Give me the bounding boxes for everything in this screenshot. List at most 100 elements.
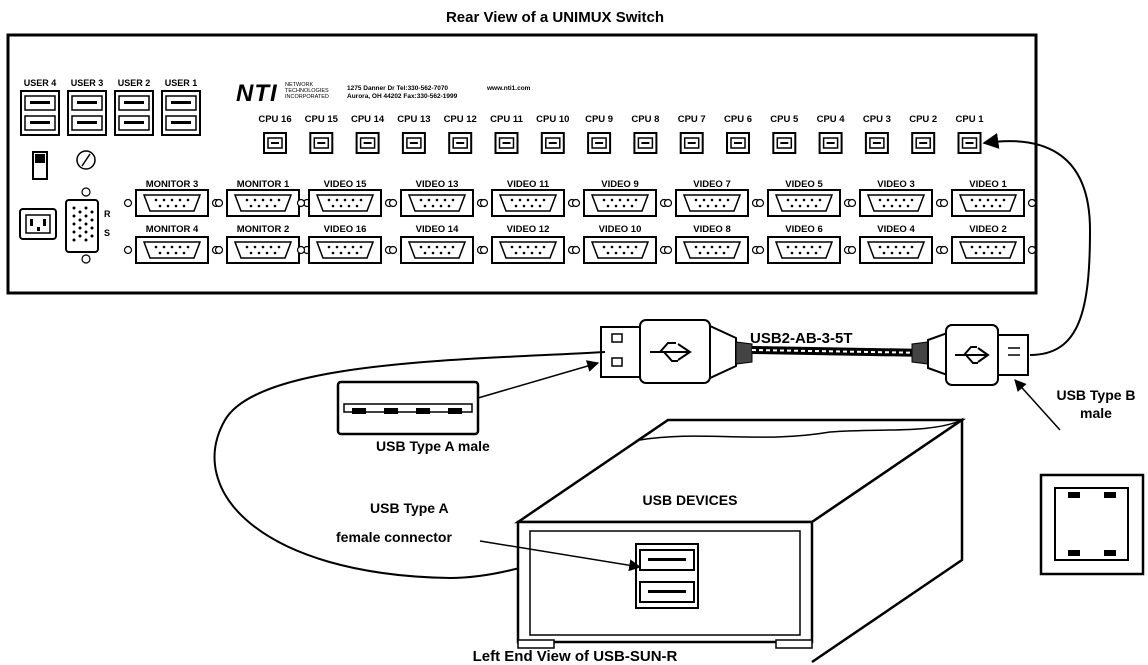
video-port-label: VIDEO 15 [324, 179, 367, 190]
vga-port-icon [123, 236, 221, 264]
usb-type-a-plug [600, 319, 737, 384]
pointer-female-connector [479, 540, 642, 572]
cpu-port: CPU 16 [258, 114, 292, 154]
connector-label-2: female connector [336, 529, 452, 545]
video-port-label: VIDEO 14 [416, 224, 459, 235]
cpu-port: CPU 7 [678, 114, 706, 154]
vga-port-icon [123, 189, 221, 217]
usb-device-box [513, 417, 967, 664]
cpu-port: CPU 9 [585, 114, 613, 154]
vga-port-icon [939, 189, 1037, 217]
video-port-label: VIDEO 10 [599, 224, 642, 235]
power-switch-icon [32, 151, 48, 180]
user-port-label: USER 2 [118, 78, 151, 88]
vga-port-icon [939, 236, 1037, 264]
cpu-port: CPU 15 [305, 114, 339, 154]
device-caption: Left End View of USB-SUN-R [473, 648, 678, 665]
cpu-port: CPU 12 [444, 114, 477, 154]
cpu-port-label: CPU 16 [258, 114, 291, 125]
cpu-port-label: CPU 1 [956, 114, 985, 125]
video-port-label: VIDEO 3 [877, 179, 915, 190]
cpu-port: CPU 8 [631, 114, 659, 154]
vga-port-icon [755, 189, 853, 217]
unimux-rear-panel: USER 4 USER 3 USER 2 USER 1 [6, 33, 1038, 295]
cpu-port-label: CPU 5 [770, 114, 799, 125]
video-port-label: VIDEO 13 [416, 179, 459, 190]
usb-trident-icon [955, 346, 990, 364]
power-inlet-icon [19, 208, 57, 240]
vga-port-icon [296, 236, 394, 264]
cpu-port: CPU 13 [397, 114, 431, 154]
connector-label-1: USB Type A [370, 500, 449, 516]
usb-trident-icon [650, 342, 692, 362]
vga-port-icon [571, 236, 669, 264]
video-port-label: MONITOR 1 [237, 179, 290, 190]
pointer-type-a [477, 360, 600, 399]
cpu-port-label: CPU 13 [397, 114, 430, 125]
cpu-port-label: CPU 9 [585, 114, 613, 125]
video-port-label: VIDEO 6 [785, 224, 823, 235]
usb-type-a-end-view [336, 380, 480, 436]
cpu-port-label: CPU 6 [724, 114, 752, 125]
cpu-port: CPU 4 [817, 114, 846, 154]
cpu-port-label: CPU 3 [863, 114, 891, 125]
usb-a-port-stack-icon [114, 90, 154, 136]
cpu-port-label: CPU 10 [536, 114, 569, 125]
vga-port-icon [214, 189, 312, 217]
video-port-label: VIDEO 8 [693, 224, 731, 235]
video-port-label: VIDEO 4 [877, 224, 915, 235]
vga-port-icon [755, 236, 853, 264]
cpu-port-label: CPU 8 [631, 114, 659, 125]
pointer-type-b [1014, 379, 1061, 431]
cpu-port-label: CPU 7 [678, 114, 706, 125]
video-port-label: MONITOR 4 [146, 224, 199, 235]
type-b-label-1: USB Type B [1056, 387, 1135, 403]
company-line: NETWORK [285, 82, 313, 88]
company-line: INCORPORATED [285, 94, 329, 100]
vga-port-icon [388, 236, 486, 264]
video-port-grid: MONITOR 3 MONITOR 1 VIDEO 15 VIDEO 13 VIDEO … [123, 179, 1037, 264]
logo-text: NTI [236, 80, 278, 107]
usb-a-port-stack-icon [67, 90, 107, 136]
cpu-port: CPU 3 [863, 114, 891, 154]
video-port-label: MONITOR 2 [237, 224, 290, 235]
cpu-port: CPU 11 [490, 114, 524, 154]
usb-devices-title: USB DEVICES [643, 492, 738, 508]
cpu-port: CPU 5 [770, 114, 799, 154]
vga-port-icon [479, 236, 577, 264]
cpu-port: CPU 1 [956, 114, 985, 154]
serial-r-label: R [104, 209, 111, 219]
video-port-label: VIDEO 5 [785, 179, 823, 190]
cable-model-label: USB2-AB-3-5T [750, 330, 853, 347]
company-line: TECHNOLOGIES [285, 88, 329, 94]
vga-port-icon [214, 236, 312, 264]
cpu-port-label: CPU 12 [444, 114, 477, 125]
cpu-port-label: CPU 14 [351, 114, 385, 125]
cpu-port-label: CPU 11 [490, 114, 523, 125]
vga-port-icon [663, 189, 761, 217]
cpu-port: CPU 10 [536, 114, 569, 154]
serial-s-label: S [104, 228, 110, 238]
user-port-label: USER 1 [165, 78, 198, 88]
user-port-label: USER 3 [71, 78, 104, 88]
cpu-port: CPU 2 [909, 114, 937, 154]
reset-dial-icon [76, 150, 96, 170]
type-a-male-label: USB Type A male [376, 438, 490, 454]
diagram-title: Rear View of a UNIMUX Switch [446, 9, 664, 26]
vga-port-icon [296, 189, 394, 217]
video-port-label: VIDEO 16 [324, 224, 367, 235]
cpu-port: CPU 14 [351, 114, 385, 154]
video-port-label: MONITOR 3 [146, 179, 199, 190]
type-b-label-2: male [1080, 405, 1112, 421]
vga-port-icon [663, 236, 761, 264]
nti-logo: NTI NETWORK TECHNOLOGIES INCORPORATED [236, 80, 329, 107]
video-port-label: VIDEO 1 [969, 179, 1007, 190]
user-port-label: USER 4 [24, 78, 57, 88]
website: www.nti1.com [486, 85, 531, 92]
vga-port-icon [388, 189, 486, 217]
cable-cord [735, 341, 931, 365]
video-port-label: VIDEO 2 [969, 224, 1007, 235]
cpu-port-label: CPU 4 [817, 114, 846, 125]
vga-port-icon [479, 189, 577, 217]
